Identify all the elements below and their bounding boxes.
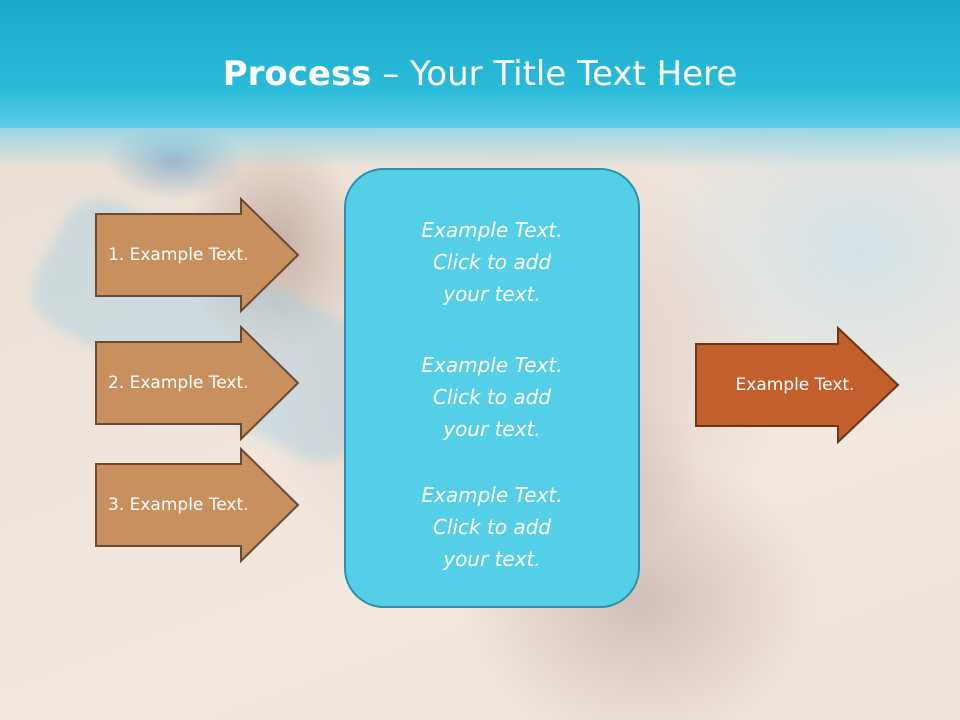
slide-title[interactable]: Process – Your Title Text Here (0, 52, 960, 96)
paragraph-line: Click to add (432, 515, 552, 539)
arrow-shape (695, 325, 900, 445)
center-text-box[interactable]: Example Text. Click to add your text. Ex… (344, 168, 640, 608)
right-arrow[interactable]: Example Text. (695, 325, 900, 445)
paragraph-line: Example Text. (421, 483, 563, 507)
left-arrow-1[interactable]: 1. Example Text. (95, 196, 300, 314)
paragraph-line: Example Text. (421, 353, 563, 377)
paragraph-line: Click to add (432, 250, 552, 274)
left-arrow-2[interactable]: 2. Example Text. (95, 324, 300, 442)
arrow-shape (95, 324, 300, 442)
center-paragraph-2: Example Text. Click to add your text. (346, 349, 638, 445)
left-arrow-3[interactable]: 3. Example Text. (95, 446, 300, 564)
left-arrow-2-label: 2. Example Text. (108, 373, 249, 393)
title-rest-text: – Your Title Text Here (371, 54, 738, 94)
title-bold-text: Process (222, 54, 372, 94)
paragraph-line: your text. (443, 547, 541, 571)
arrow-shape (95, 446, 300, 564)
paragraph-line: Example Text. (421, 218, 563, 242)
center-paragraph-1: Example Text. Click to add your text. (346, 214, 638, 310)
left-arrow-3-label: 3. Example Text. (108, 495, 249, 515)
title-band-fade (0, 128, 960, 168)
paragraph-line: your text. (443, 282, 541, 306)
paragraph-line: Click to add (432, 385, 552, 409)
paragraph-line: your text. (443, 417, 541, 441)
right-arrow-label: Example Text. (735, 375, 855, 395)
left-arrow-1-label: 1. Example Text. (108, 245, 249, 265)
center-paragraph-3: Example Text. Click to add your text. (346, 479, 638, 575)
title-band (0, 0, 960, 128)
arrow-shape (95, 196, 300, 314)
